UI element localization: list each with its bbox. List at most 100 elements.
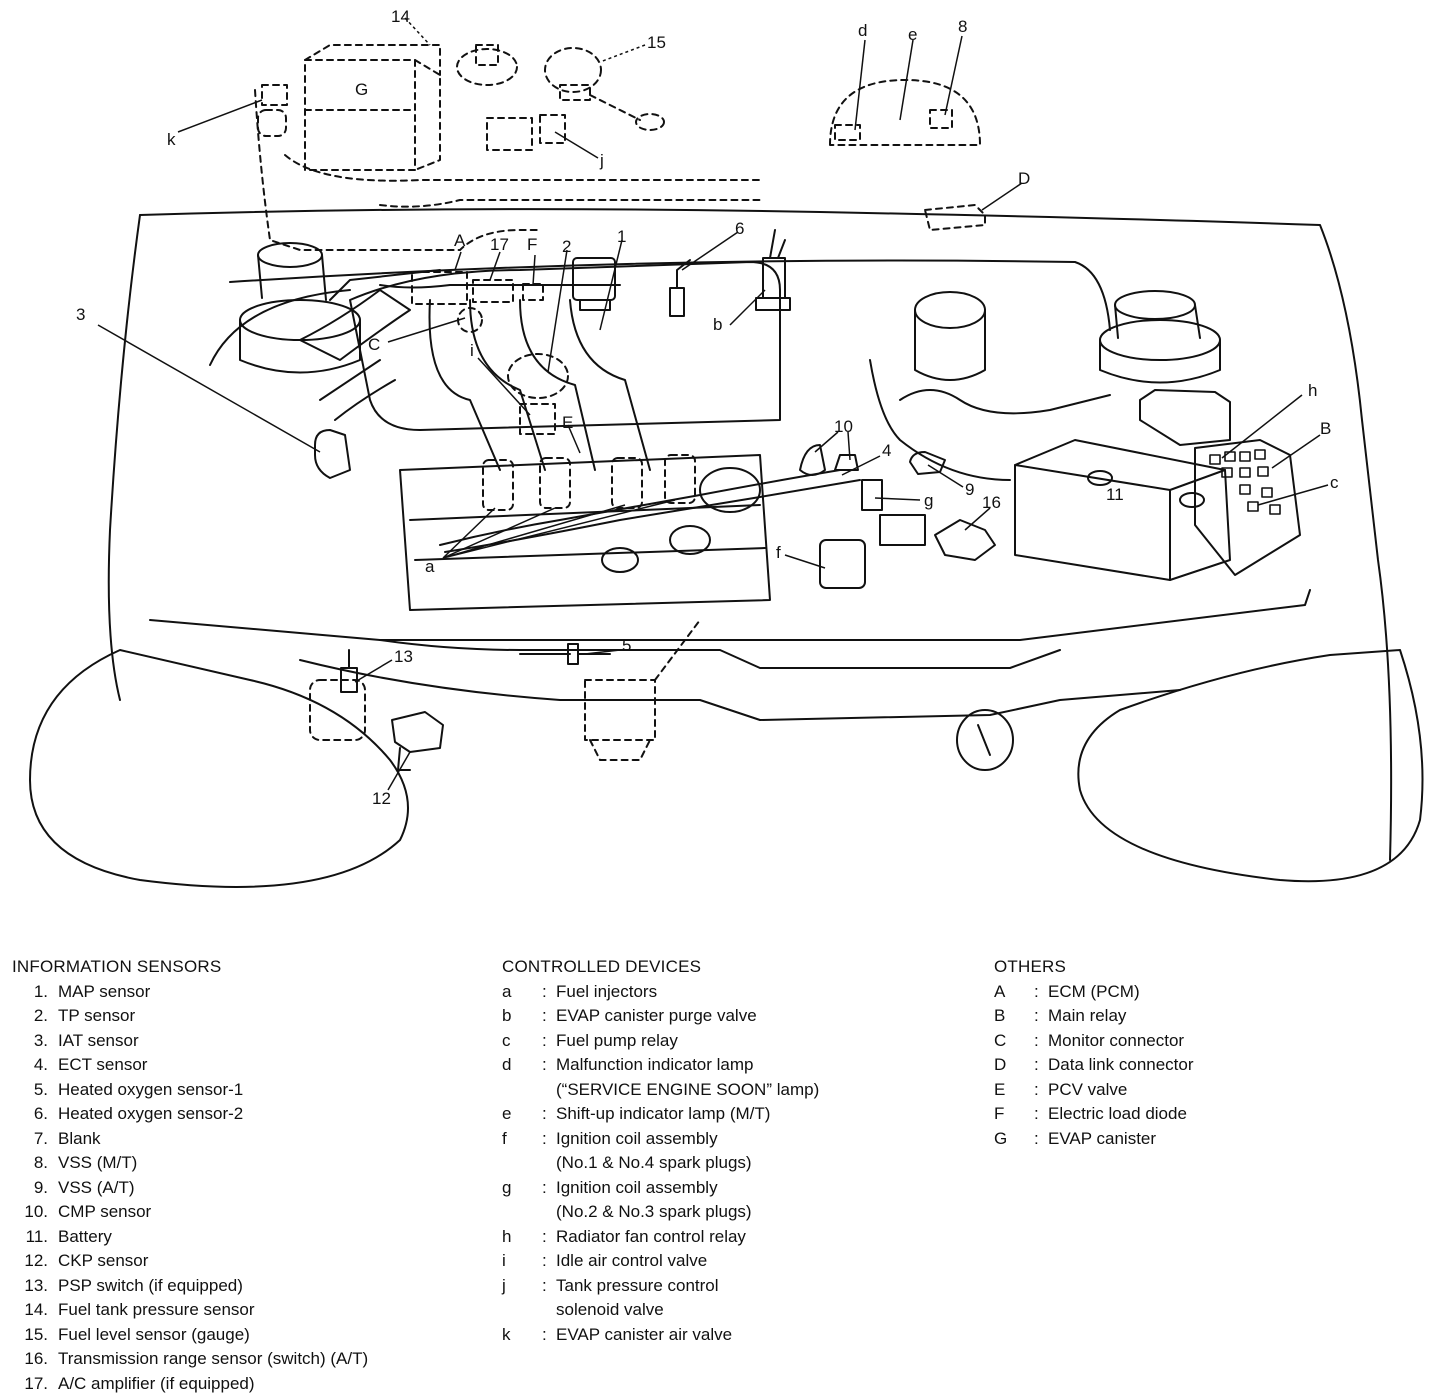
legend-item-text: Electric load diode — [1048, 1104, 1187, 1123]
ckp-sensor — [391, 711, 444, 753]
callout-i: i — [470, 341, 474, 360]
fuel-tank-pressure-sensor — [456, 48, 518, 86]
legend-item-text: Battery — [58, 1226, 112, 1246]
legend-item-separator: : — [542, 1275, 547, 1295]
legend-item: 1. MAP sensor — [12, 980, 368, 1005]
leader-6 — [681, 231, 739, 271]
legend-item-key: 12. — [24, 1251, 48, 1270]
legend-item-separator: : — [1034, 1055, 1039, 1074]
inner-fender-left — [107, 214, 141, 701]
legend-item-text: CMP sensor — [58, 1202, 152, 1221]
front-crossmember — [149, 589, 1311, 641]
legend-item-key: 1. — [33, 981, 48, 1001]
legend-item-key: 15. — [24, 1324, 48, 1344]
legend-item: 11.Battery — [12, 1225, 368, 1250]
fuel-level-sensor — [544, 47, 602, 93]
air-intake-duct — [349, 261, 781, 431]
leader-A — [454, 251, 462, 271]
callout-15: 15 — [647, 33, 666, 52]
leader-C — [387, 317, 466, 343]
cmp-sensor — [799, 444, 826, 476]
callout-8: 8 — [958, 17, 967, 36]
callout-B: B — [1320, 419, 1331, 438]
callout-g: g — [924, 491, 933, 510]
legend-item-text: Fuel tank pressure sensor — [58, 1300, 255, 1319]
legend-item-text: EVAP canister purge valve — [556, 1006, 757, 1025]
legend-item-key: f — [502, 1128, 507, 1148]
legend-item-separator: : — [542, 981, 547, 1001]
legend-item: 10.CMP sensor — [12, 1200, 368, 1225]
legend-item: B:Main relay — [994, 1004, 1194, 1029]
legend-item-text: Tank pressure control — [556, 1275, 719, 1295]
callout-k: k — [167, 130, 176, 149]
legend-item: 16.Transmission range sensor (switch) (A… — [12, 1347, 368, 1372]
callout-2: 2 — [562, 237, 571, 256]
leader-D — [981, 182, 1023, 211]
leader-2 — [547, 249, 568, 373]
legend-item: C:Monitor connector — [994, 1029, 1194, 1054]
legend-item-key: g — [502, 1177, 512, 1197]
legend-item-key: 7. — [33, 1128, 48, 1148]
headlight-left — [29, 649, 409, 888]
legend-item-key: a — [502, 981, 512, 1001]
legend-item-key: d — [502, 1055, 512, 1074]
hood-edge — [229, 259, 1111, 331]
legend-item-text: MAP sensor — [58, 981, 151, 1001]
legend-item-key: 14. — [24, 1300, 48, 1319]
legend-item: 8.VSS (M/T) — [12, 1151, 368, 1176]
legend-item-key: D — [994, 1055, 1007, 1074]
legend-item-text: PCV valve — [1048, 1079, 1128, 1099]
leader-b — [729, 289, 766, 326]
legend-item-key: 5. — [33, 1079, 48, 1099]
legend-item: E:PCV valve — [994, 1078, 1194, 1103]
legend-item: 2.TP sensor — [12, 1004, 368, 1029]
legend-item-text: (“SERVICE ENGINE SOON” lamp) — [556, 1079, 820, 1099]
legend-item-separator: : — [542, 1055, 547, 1074]
legend-devices-heading: CONTROLLED DEVICES — [502, 957, 702, 976]
legend-item-text: Data link connector — [1048, 1055, 1194, 1074]
legend-item-text: VSS (A/T) — [58, 1177, 135, 1197]
leader-h — [1221, 394, 1303, 459]
leader-c — [1257, 484, 1329, 506]
injector-4 — [664, 454, 696, 504]
evap-canister-G — [304, 59, 416, 171]
legend-item-text: Shift-up indicator lamp (M/T) — [556, 1104, 771, 1123]
leader-e — [899, 39, 914, 121]
legend-item-text: EVAP canister air valve — [556, 1324, 733, 1344]
legend-item-text: solenoid valve — [556, 1300, 664, 1319]
legend-item: 13.PSP switch (if equipped) — [12, 1274, 368, 1299]
leader-12 — [387, 751, 411, 791]
iat-sensor — [314, 429, 351, 479]
legend-item: G:EVAP canister — [994, 1127, 1194, 1152]
legend-others-heading: OTHERS — [994, 957, 1067, 976]
callout-14: 14 — [391, 7, 410, 26]
legend-item-key: 17. — [24, 1373, 48, 1393]
intake-manifold-runners — [428, 299, 651, 471]
legend-item-text: IAT sensor — [58, 1030, 139, 1050]
vss-at — [909, 451, 946, 475]
callout-11: 11 — [1106, 485, 1124, 504]
legend-item-key: 6. — [33, 1104, 48, 1123]
legend-item-key: e — [502, 1104, 512, 1123]
legend-item: 5.Heated oxygen sensor-1 — [12, 1078, 368, 1103]
legend-item-text: Radiator fan control relay — [556, 1226, 746, 1246]
legend-item-key: A — [994, 981, 1006, 1001]
leader-15 — [599, 44, 646, 63]
leader-3 — [97, 324, 321, 453]
legend-item: g:Ignition coil assembly — [502, 1176, 819, 1201]
headlight-right — [1077, 649, 1424, 883]
legend-item-text: A/C amplifier (if equipped) — [58, 1373, 255, 1393]
legend-item: (No.1 & No.4 spark plugs) — [502, 1151, 819, 1176]
legend-item: a:Fuel injectors — [502, 980, 819, 1005]
legend-item: A:ECM (PCM) — [994, 980, 1194, 1005]
legend-item-key: 4. — [33, 1055, 48, 1074]
legend-item-text: Blank — [58, 1128, 101, 1148]
legend-item-text: VSS (M/T) — [58, 1153, 138, 1172]
leader-j — [554, 131, 599, 159]
leader-g — [874, 497, 921, 501]
legend-item-key: 3. — [33, 1030, 48, 1050]
legend-item-separator: : — [1034, 1128, 1039, 1148]
